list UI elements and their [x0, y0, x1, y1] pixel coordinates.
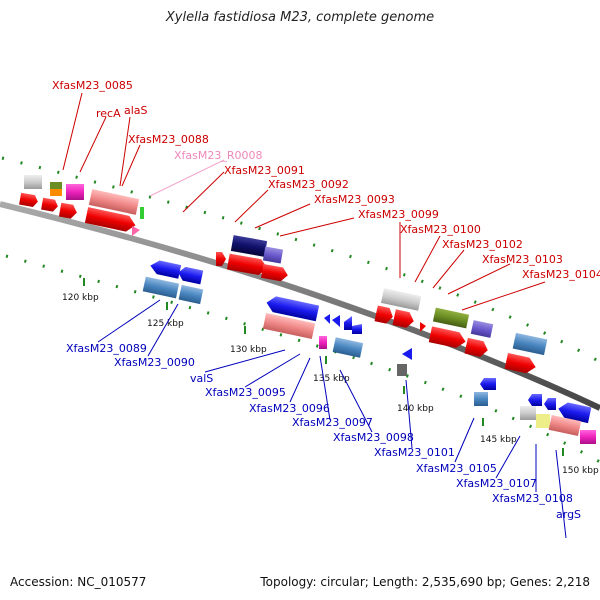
- gene-label: XfasM23_0103: [482, 253, 563, 266]
- gene-arrow: [544, 398, 556, 410]
- gene-box: [432, 307, 470, 329]
- gene-box: [332, 337, 364, 358]
- gene-box: [230, 235, 268, 257]
- gene-arrow: [266, 296, 320, 322]
- gene-arrow: [324, 314, 330, 324]
- gene-label: XfasM23_0092: [268, 178, 349, 191]
- gene-arrow: [480, 378, 496, 390]
- gene-box: [580, 430, 596, 444]
- gene-arrow: [178, 266, 204, 285]
- gene-arrow: [84, 207, 136, 232]
- gene-label: XfasM23_0105: [416, 462, 497, 475]
- reverse-label-lines: [97, 299, 567, 539]
- gene-label: XfasM23_0101: [374, 446, 455, 459]
- tick-label: 130 kbp: [230, 345, 267, 355]
- gene-arrow: [344, 316, 352, 330]
- gene-box: [512, 332, 548, 356]
- gene-label: valS: [190, 372, 213, 385]
- tick-label: 135 kbp: [313, 374, 350, 384]
- gene-arrow: [428, 326, 466, 348]
- gene-box: [319, 336, 327, 349]
- gene-label: XfasM23_0107: [456, 477, 537, 490]
- tick-label: 140 kbp: [397, 404, 434, 414]
- gene-arrow: [216, 252, 226, 266]
- gene-label: XfasM23_0096: [249, 402, 330, 415]
- gene-label: XfasM23_0093: [314, 193, 395, 206]
- gene-arrow: [504, 353, 536, 374]
- gene-box: [88, 189, 140, 215]
- gene-arrow: [58, 202, 77, 219]
- gene-box: [178, 284, 204, 305]
- gene-box: [397, 364, 407, 376]
- gene-box: [470, 320, 494, 338]
- rna-label-line: [149, 159, 225, 197]
- gene-box: [380, 288, 422, 311]
- gene-label: XfasM23_0085: [52, 79, 133, 92]
- gene-label: XfasM23_0088: [128, 133, 209, 146]
- gene-arrow: [528, 394, 542, 406]
- gene-box: [50, 189, 62, 196]
- genome-backbone: [0, 201, 600, 411]
- gene-arrow: [41, 197, 58, 212]
- gene-box: [536, 414, 550, 428]
- gene-arrow: [402, 348, 412, 360]
- gene-box: [262, 312, 316, 340]
- gene-label: argS: [556, 508, 581, 521]
- gene-label: XfasM23_0095: [205, 386, 286, 399]
- gene-arrow: [374, 305, 393, 324]
- gene-label: XfasM23_0100: [400, 223, 481, 236]
- gene-arrow: [150, 260, 182, 279]
- gene-label: XfasM23_0097: [292, 416, 373, 429]
- genome-summary-text: Topology: circular; Length: 2,535,690 bp…: [260, 575, 590, 589]
- gene-box: [548, 415, 582, 436]
- gene-label: alaS: [124, 104, 148, 117]
- gene-label: XfasM23_R0008: [174, 149, 263, 162]
- gene-label: XfasM23_0102: [442, 238, 523, 251]
- gene-arrow: [420, 322, 426, 332]
- gene-label: XfasM23_0089: [66, 342, 147, 355]
- gene-label: XfasM23_0098: [333, 431, 414, 444]
- gene-arrow: [352, 324, 362, 334]
- gene-arrow: [558, 402, 592, 424]
- gene-box: [262, 246, 284, 264]
- gene-label: XfasM23_0099: [358, 208, 439, 221]
- gene-label: XfasM23_0090: [114, 356, 195, 369]
- rna-arrow: [132, 226, 140, 236]
- accession-text: Accession: NC_010577: [10, 575, 147, 589]
- gene-box: [24, 175, 42, 189]
- gene-box: [140, 207, 144, 219]
- gene-box: [520, 406, 536, 420]
- gene-label: recA: [96, 107, 121, 120]
- gene-label: XfasM23_0108: [492, 492, 573, 505]
- major-ticks: [83, 278, 564, 456]
- tick-label: 145 kbp: [480, 435, 517, 445]
- gene-box: [50, 182, 62, 189]
- gene-box: [474, 392, 488, 406]
- gene-arrow: [19, 192, 38, 207]
- gene-arrow: [392, 309, 414, 328]
- gene-box: [66, 184, 84, 200]
- gene-arrow: [226, 253, 268, 275]
- tick-label: 120 kbp: [62, 293, 99, 303]
- gene-label: XfasM23_0091: [224, 164, 305, 177]
- reverse-genes: [142, 260, 596, 444]
- tick-label: 150 kbp: [562, 466, 599, 476]
- gene-label: XfasM23_0104: [522, 268, 600, 281]
- forward-genes: [19, 175, 548, 374]
- gene-arrow: [260, 264, 288, 282]
- forward-label-lines: [62, 92, 546, 311]
- tick-label: 125 kbp: [147, 319, 184, 329]
- gene-arrow: [464, 337, 488, 357]
- gene-box: [142, 276, 180, 299]
- gene-arrow: [332, 315, 340, 327]
- map-title: Xylella fastidiosa M23, complete genome: [165, 10, 435, 25]
